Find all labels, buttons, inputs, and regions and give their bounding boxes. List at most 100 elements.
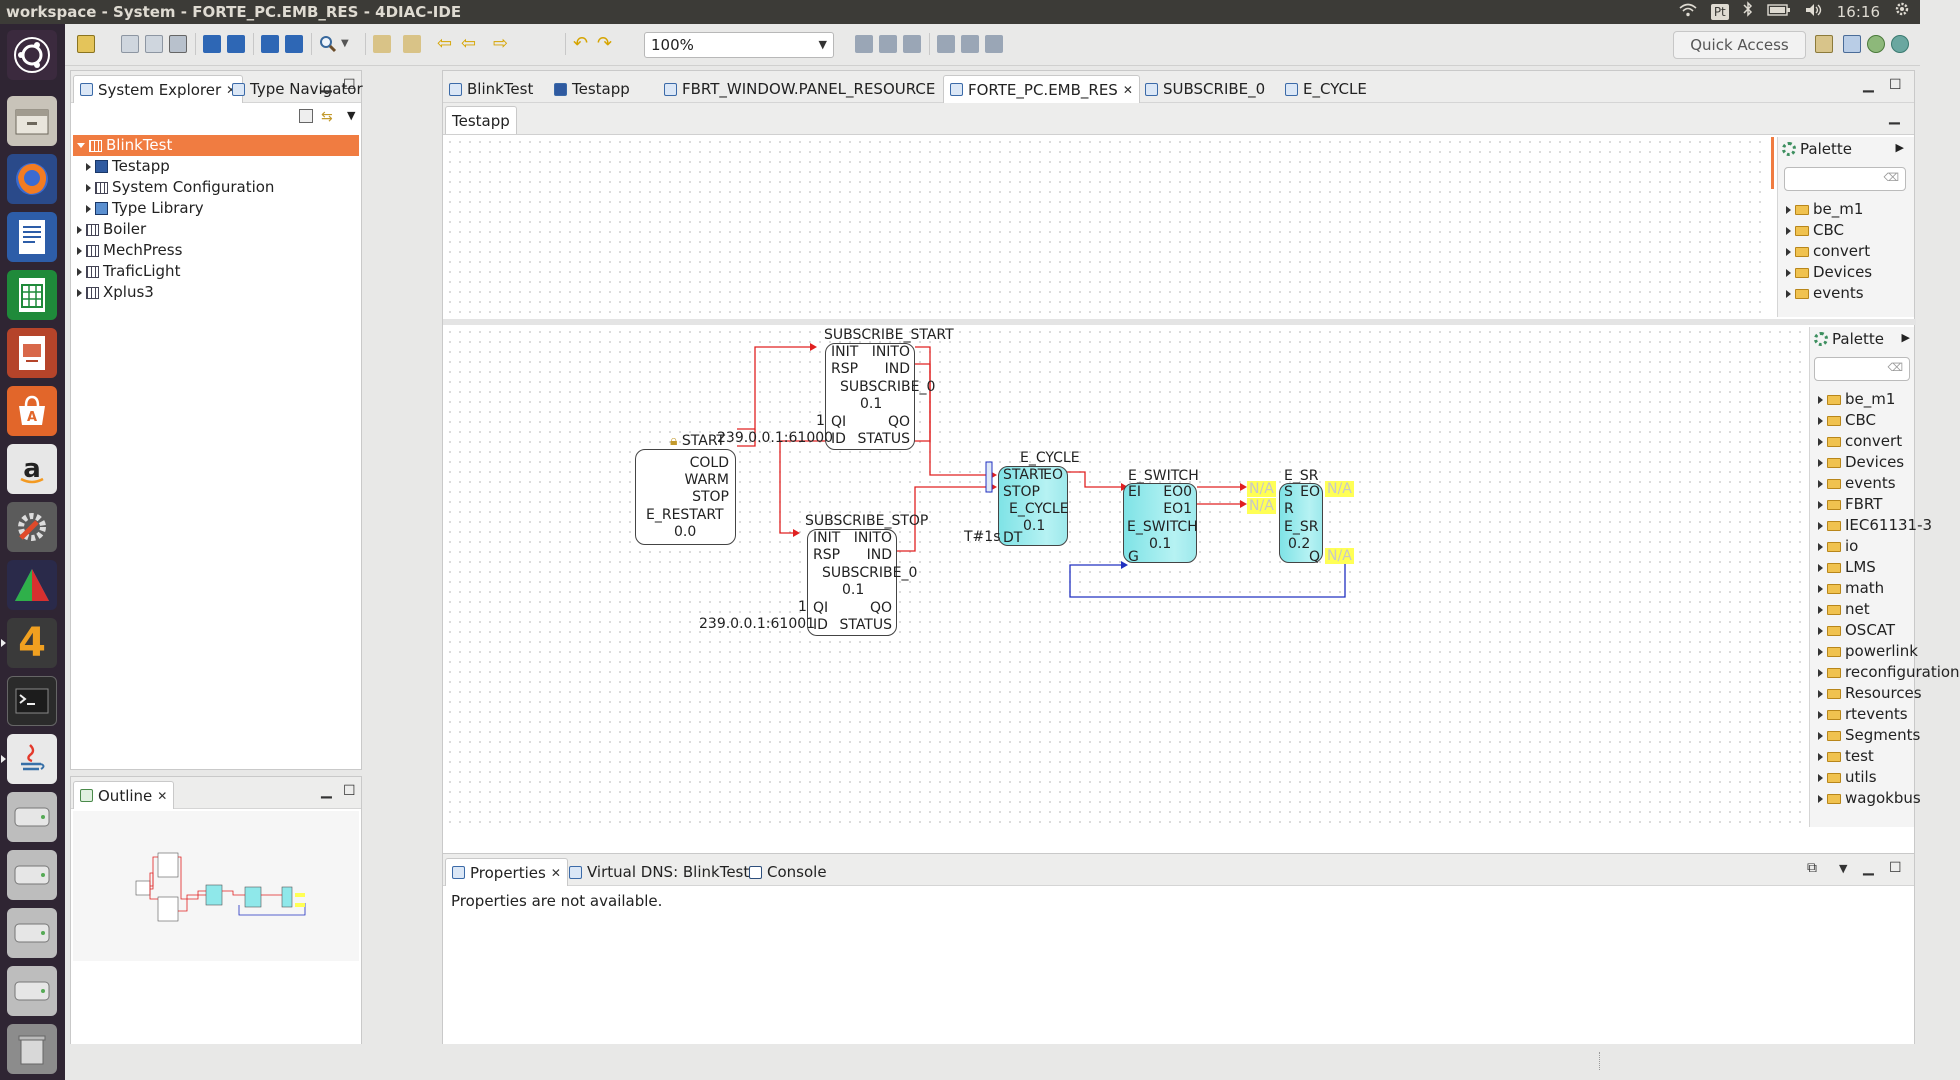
terminal-icon[interactable] — [7, 676, 57, 726]
palette-item[interactable]: math — [1818, 578, 1884, 599]
palette-item[interactable]: events — [1786, 283, 1864, 304]
port-stop[interactable]: STOP — [692, 489, 729, 505]
close-icon[interactable]: ✕ — [226, 77, 236, 103]
palette-item[interactable]: CBC — [1818, 410, 1876, 431]
port-start[interactable]: START — [1003, 467, 1047, 483]
port-r[interactable]: R — [1284, 501, 1294, 517]
connection-cold-init[interactable] — [737, 346, 810, 430]
param-qi-value[interactable]: 1 — [798, 599, 807, 615]
port-warm[interactable]: WARM — [684, 472, 729, 488]
align-middle-icon[interactable] — [961, 35, 979, 53]
palette-item[interactable]: convert — [1818, 431, 1902, 452]
interface-canvas[interactable] — [445, 137, 1769, 317]
chevron-right-icon[interactable]: ▶ — [1901, 331, 1910, 344]
files-icon[interactable] — [7, 96, 57, 146]
fb-e-sr[interactable]: S R EO E_SR 0.2 Q — [1279, 483, 1323, 565]
link-with-editor-icon[interactable]: ⇆ — [321, 109, 333, 125]
connection-q-g[interactable] — [1069, 556, 1346, 598]
port-ei[interactable]: EI — [1128, 484, 1141, 500]
port-eo[interactable]: EO — [1043, 467, 1063, 483]
palette-item[interactable]: io — [1818, 536, 1858, 557]
outline-thumbnail[interactable] — [73, 811, 359, 961]
palette-item[interactable]: Devices — [1818, 452, 1904, 473]
save-all-icon[interactable] — [145, 35, 163, 53]
zoom-combo[interactable]: 100% ▼ — [644, 32, 834, 58]
port-eo[interactable]: EO — [1300, 484, 1320, 500]
palette-item[interactable]: Devices — [1786, 262, 1872, 283]
tree-item-traficlight[interactable]: TraficLight — [73, 261, 359, 282]
palette-item[interactable]: be_m1 — [1818, 389, 1895, 410]
history-back-icon[interactable]: ⇦ — [461, 33, 477, 54]
connection-ind-start[interactable] — [915, 363, 990, 476]
expand-icon[interactable] — [86, 183, 91, 192]
align-left-icon[interactable] — [855, 35, 873, 53]
impress-icon[interactable] — [7, 328, 57, 378]
palette-item[interactable]: net — [1818, 599, 1870, 620]
connection-warm-init[interactable] — [737, 429, 756, 447]
maximize-icon[interactable]: ☐ — [1889, 77, 1902, 93]
tree-item-xplus3[interactable]: Xplus3 — [73, 282, 359, 303]
tree-item-testapp[interactable]: Testapp — [73, 156, 359, 177]
monitor-icon[interactable] — [227, 35, 245, 53]
port-qo[interactable]: QO — [887, 414, 910, 430]
open-perspective-icon[interactable] — [1815, 35, 1833, 53]
palette-item[interactable]: FBRT — [1818, 494, 1882, 515]
fb-e-switch[interactable]: EI EO0 EO1 E_SWITCH 0.1 G — [1123, 483, 1198, 565]
port-qo[interactable]: QO — [869, 600, 892, 616]
palette-search-input[interactable]: ⌫ — [1784, 167, 1906, 191]
port-ind[interactable]: IND — [866, 547, 892, 563]
param-id-value[interactable]: 239.0.0.1:61000 — [717, 430, 834, 446]
fb-subscribe-stop[interactable]: INIT RSP INITO IND SUBSCRIBE_0 0.1 QI ID… — [807, 529, 917, 636]
undo-icon[interactable]: ↶ — [573, 33, 589, 54]
port-dt[interactable]: DT — [1003, 530, 1023, 546]
search-icon[interactable] — [319, 35, 337, 53]
redo-icon[interactable]: ↷ — [597, 33, 613, 54]
port-init[interactable]: INIT — [831, 344, 859, 360]
tab-type-navigator[interactable]: Type Navigator — [226, 75, 369, 103]
print-icon[interactable] — [169, 35, 187, 53]
next-annotation-icon[interactable] — [373, 35, 391, 53]
deployment-perspective-icon[interactable] — [1867, 35, 1885, 53]
expand-icon[interactable] — [86, 162, 91, 171]
4diac-ide-icon[interactable]: 4 — [7, 618, 57, 668]
writer-icon[interactable] — [7, 212, 57, 262]
palette-item[interactable]: reconfiguration — [1818, 662, 1960, 683]
fb-e-cycle[interactable]: START STOP EO E_CYCLE 0.1 DT — [998, 466, 1069, 546]
minimize-icon[interactable]: ▁ — [1863, 860, 1874, 876]
port-qi[interactable]: QI — [831, 414, 847, 430]
download-icon[interactable] — [261, 35, 279, 53]
align-right-icon[interactable] — [903, 35, 921, 53]
port-inito[interactable]: INITO — [853, 530, 892, 546]
expand-icon[interactable] — [77, 246, 82, 255]
port-q[interactable]: Q — [1308, 549, 1320, 565]
port-eo0[interactable]: EO0 — [1163, 484, 1192, 500]
palette-item[interactable]: Resources — [1818, 683, 1922, 704]
tab-properties[interactable]: Properties ✕ — [445, 858, 568, 886]
prev-annotation-icon[interactable] — [403, 35, 421, 53]
canvas-divider[interactable] — [443, 319, 1916, 325]
collapse-all-icon[interactable] — [299, 109, 313, 123]
tab-system-explorer[interactable]: System Explorer ✕ — [73, 75, 244, 103]
palette-item[interactable]: utils — [1818, 767, 1877, 788]
system-perspective-icon[interactable] — [1843, 35, 1861, 53]
amazon-icon[interactable]: a — [7, 444, 57, 494]
chevron-down-icon[interactable]: ▼ — [341, 38, 349, 49]
software-center-icon[interactable]: A — [7, 386, 57, 436]
port-stop[interactable]: STOP — [1003, 484, 1040, 500]
param-id-value[interactable]: 239.0.0.1:61001 — [699, 616, 816, 632]
connection-eo-ei[interactable] — [1066, 471, 1121, 488]
new-icon[interactable] — [77, 35, 95, 53]
pin-icon[interactable]: ⧉ — [1807, 860, 1817, 876]
port-g[interactable]: G — [1128, 549, 1139, 565]
port-status[interactable]: STATUS — [839, 617, 892, 633]
port-rsp[interactable]: RSP — [813, 547, 841, 563]
port-s[interactable]: S — [1284, 484, 1293, 500]
wifi-icon[interactable] — [1679, 0, 1697, 24]
tab-e-cycle[interactable]: E_CYCLE — [1279, 75, 1373, 103]
palette-search-input[interactable]: ⌫ — [1814, 357, 1910, 381]
minimize-icon[interactable]: ▁ — [1863, 77, 1874, 93]
system-settings-icon[interactable] — [7, 502, 57, 552]
palette-item[interactable]: test — [1818, 746, 1874, 767]
minimize-icon[interactable]: ▁ — [321, 77, 332, 93]
drive-icon[interactable] — [7, 966, 57, 1016]
